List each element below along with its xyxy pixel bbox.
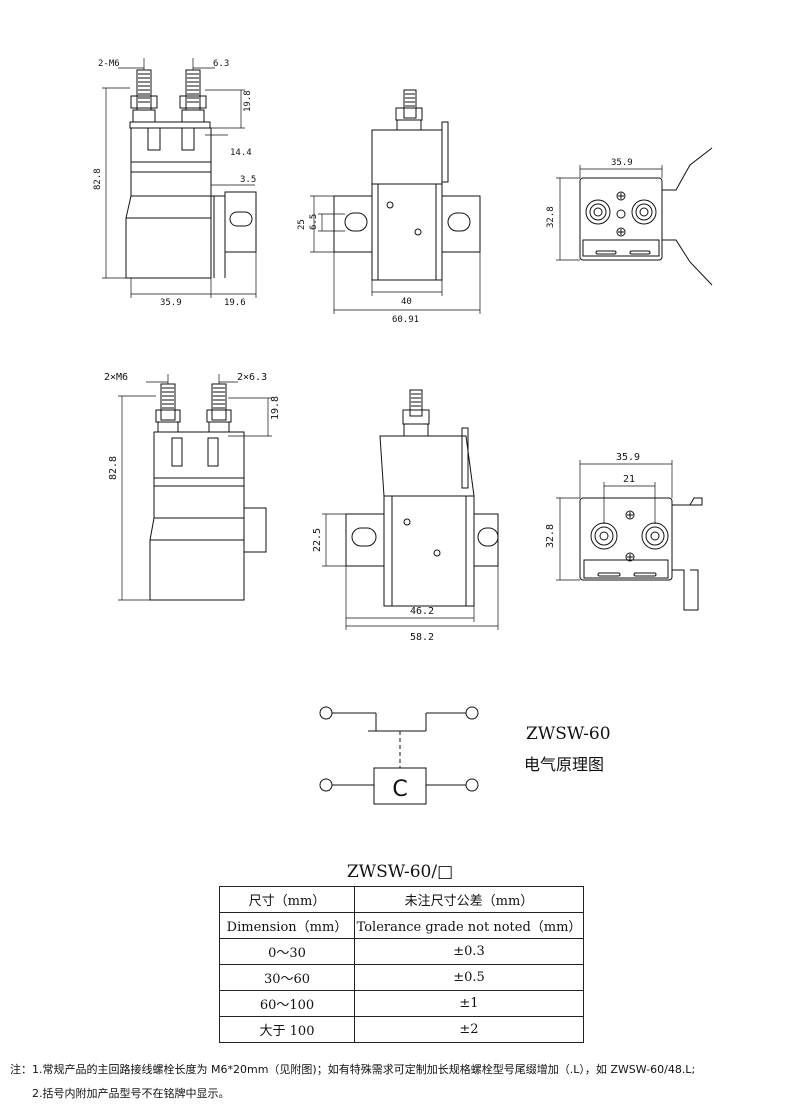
dim-b-pitch: 2×6.3	[237, 372, 267, 383]
schematic-title: 电气原理图	[524, 755, 605, 774]
note-1: 注：1.常规产品的主回路接线螺栓长度为 M6*20mm（见附图)；如有特殊需求可…	[10, 1063, 696, 1076]
dim-b-stud-height: 19.8	[270, 396, 281, 420]
bottom-plan-view: 35.9 21 32.8	[545, 452, 703, 611]
dim-side-w1: 40	[401, 297, 412, 307]
table-row: 60～100 ±1	[219, 990, 584, 1017]
dim-bolts: 2-M6	[98, 59, 120, 69]
notes: 注：1.常规产品的主回路接线螺栓长度为 M6*20mm（见附图)；如有特殊需求可…	[10, 1058, 695, 1106]
header-cell: 尺寸（mm）	[219, 886, 355, 913]
dim-side-h2: 6.5	[309, 214, 319, 230]
dim-bp-w: 35.9	[616, 452, 640, 463]
dim-bp-h: 32.8	[545, 524, 556, 548]
schematic-model: ZWSW-60	[526, 724, 611, 744]
dim-bs-w2: 58.2	[410, 632, 434, 643]
electrical-schematic: C	[319, 706, 479, 805]
table-row: 30～60 ±0.5	[219, 964, 584, 991]
header-cell: 未注尺寸公差（mm）	[354, 886, 584, 913]
table-cell: ±0.3	[354, 938, 584, 965]
top-plan-view: 35.9 32.8	[546, 147, 713, 286]
table-cell: ±2	[354, 1016, 584, 1043]
dim-plan-w: 35.9	[611, 158, 633, 168]
dim-bs-w1: 46.2	[410, 606, 434, 617]
table-cell: 0～30	[219, 938, 355, 965]
dim-stud-height: 19.8	[243, 90, 253, 112]
table-cell: ±1	[354, 990, 584, 1017]
coil-letter: C	[392, 777, 407, 802]
table-title: ZWSW-60/□	[346, 862, 454, 882]
dim-pitch: 6.3	[213, 59, 229, 69]
dim-width: 35.9	[160, 298, 182, 308]
tolerance-table: 尺寸（mm） 未注尺寸公差（mm） Dimension（mm） Toleranc…	[219, 886, 584, 1043]
table-cell: ±0.5	[354, 964, 584, 991]
top-front-view: 2-M6 6.3 19.8 14.4 82.8 3.5 35.9 19.6	[93, 58, 257, 308]
dim-height: 82.8	[93, 168, 103, 190]
dim-b-height: 82.8	[108, 456, 119, 480]
table-header-row: Dimension（mm） Tolerance grade not noted（…	[219, 912, 584, 939]
table-header-row: 尺寸（mm） 未注尺寸公差（mm）	[219, 886, 584, 913]
table-row: 0～30 ±0.3	[219, 938, 584, 965]
dim-bracket: 19.6	[224, 298, 246, 308]
dim-b-bolts: 2×M6	[104, 372, 128, 383]
dim-wall: 3.5	[240, 175, 256, 185]
bottom-side-view: 22.5 46.2 58.2	[312, 389, 499, 643]
note-2: 2.括号内附加产品型号不在铭牌中显示。	[32, 1087, 230, 1100]
dim-side-h1: 25	[297, 219, 307, 230]
top-side-view: 25 6.5 40 60.91	[297, 89, 481, 325]
table-cell: 60～100	[219, 990, 355, 1017]
table-cell: 大于 100	[219, 1016, 355, 1043]
header-cell: Dimension（mm）	[219, 912, 355, 939]
table-cell: 30～60	[219, 964, 355, 991]
bottom-front-view: 2×M6 2×6.3 19.8 82.8	[104, 372, 281, 601]
dim-side-w2: 60.91	[392, 315, 419, 325]
table-row: 大于 100 ±2	[219, 1016, 584, 1043]
dim-bs-h: 22.5	[312, 528, 323, 552]
dim-bp-pitch: 21	[623, 474, 635, 485]
header-cell: Tolerance grade not noted（mm）	[354, 912, 584, 939]
dim-plan-h: 32.8	[546, 206, 556, 228]
dim-ear: 14.4	[230, 148, 252, 158]
